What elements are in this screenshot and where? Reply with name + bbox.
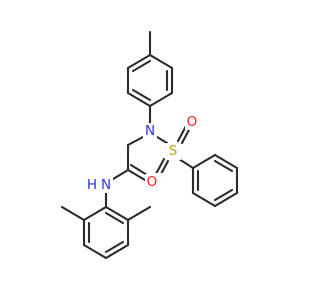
bond-s-o-upper-2	[180, 126, 192, 145]
bond-tolyl-6	[126, 53, 152, 70]
bond-tolyl-3	[148, 91, 174, 108]
xylyl-ring	[82, 205, 130, 260]
bond-phenyl-1	[191, 153, 217, 170]
bond-carbonyl-n	[111, 168, 130, 181]
atom-o-sulfonyl-upper: O	[187, 114, 198, 130]
phenyl-ring	[191, 153, 239, 208]
bond-xylyl-methyl-left	[60, 205, 86, 222]
bond-xylyl-methyl-right	[126, 205, 152, 222]
bond-s-o-upper-1	[176, 124, 188, 143]
bond-s-phenyl	[177, 157, 195, 170]
bond-tolyl-double-2	[131, 88, 152, 102]
bond-layer	[60, 30, 239, 260]
atom-n-amide: N	[101, 177, 111, 193]
bond-xylyl-3	[104, 243, 130, 260]
bond-xylyl-double-1	[104, 211, 125, 225]
molecule-structure-diagram: N S O O O N H	[60, 30, 239, 260]
bond-carbonyl-o-2	[129, 163, 149, 177]
bond-phenyl-double-2	[213, 188, 234, 202]
bond-phenyl-2	[213, 153, 239, 170]
bond-tolyl-1	[148, 53, 174, 70]
bond-xylyl-1	[104, 205, 130, 222]
bond-carbonyl-o-1	[126, 168, 147, 182]
bond-n-ch2	[126, 135, 145, 147]
atom-s-sulfonyl: S	[169, 143, 178, 159]
bond-phenyl-5	[191, 191, 217, 208]
atom-n-sulfonamide: N	[145, 123, 155, 139]
bond-phenyl-4	[213, 191, 239, 208]
bond-s-o-lower-1	[154, 157, 166, 176]
atom-h-amide: H	[87, 177, 97, 193]
bond-tolyl-4	[126, 91, 152, 108]
atom-o-carbonyl: O	[147, 174, 158, 190]
bond-tolyl-double-3	[131, 59, 152, 73]
bond-xylyl-double-2	[104, 240, 125, 254]
bond-xylyl-6	[82, 205, 108, 222]
tolyl-ring	[126, 53, 174, 108]
bond-phenyl-double-1	[213, 159, 234, 173]
atom-label-layer: N S O O O N H	[85, 114, 200, 193]
bond-n-s	[155, 135, 169, 145]
bond-xylyl-4	[82, 243, 108, 260]
